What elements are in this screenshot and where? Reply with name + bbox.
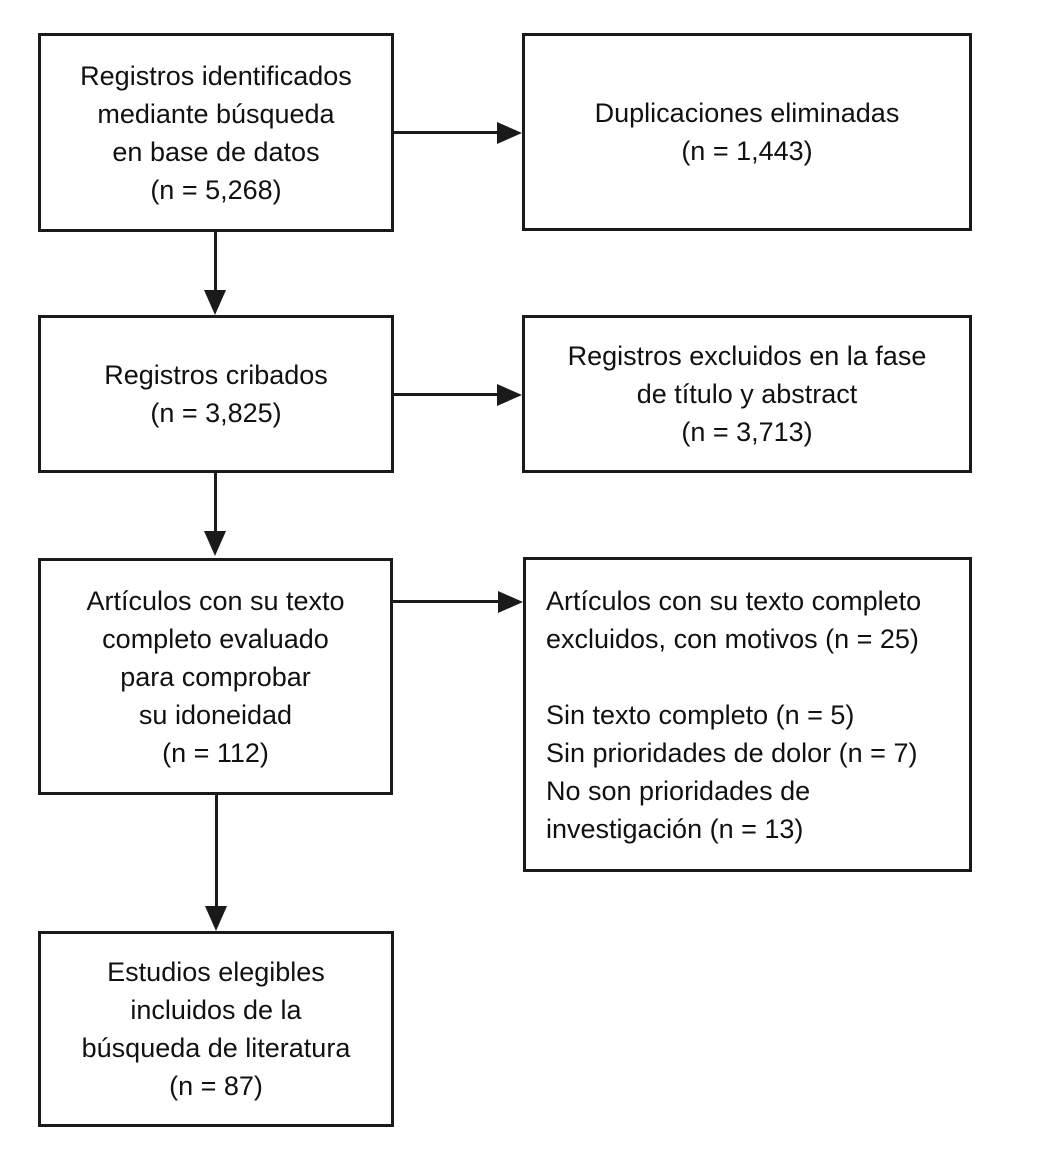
connector-fulltext-to-included-line: [215, 795, 218, 908]
arrowhead-down-icon: [205, 906, 227, 931]
connector-screened-to-fulltext-line: [214, 473, 217, 533]
box-records-screened: Registros cribados (n = 3,825): [38, 315, 394, 473]
arrowhead-right-icon: [497, 122, 522, 144]
box-records-excluded-title-abstract: Registros excluidos en la fase de título…: [522, 315, 972, 473]
box-fulltext-assessed-text: Artículos con su texto completo evaluado…: [86, 585, 345, 768]
arrowhead-down-icon: [204, 531, 226, 556]
box-records-identified: Registros identificados mediante búsqued…: [38, 33, 394, 232]
box-records-excluded-title-abstract-text: Registros excluidos en la fase de título…: [567, 341, 927, 447]
box-studies-included-text: Estudios elegibles incluidos de la búsqu…: [81, 957, 351, 1101]
box-fulltext-excluded-text: Artículos con su texto completo excluido…: [546, 585, 922, 844]
box-records-screened-text: Registros cribados (n = 3,825): [104, 360, 328, 428]
connector-identified-to-duplicates-line: [394, 131, 498, 134]
box-records-identified-text: Registros identificados mediante búsqued…: [80, 60, 352, 205]
box-duplicates-removed: Duplicaciones eliminadas (n = 1,443): [522, 33, 972, 231]
connector-screened-to-excluded-line: [394, 393, 498, 396]
arrowhead-right-icon: [498, 591, 523, 613]
box-fulltext-assessed: Artículos con su texto completo evaluado…: [38, 558, 393, 795]
box-duplicates-removed-text: Duplicaciones eliminadas (n = 1,443): [594, 98, 900, 166]
arrowhead-down-icon: [204, 290, 226, 315]
arrowhead-right-icon: [497, 384, 522, 406]
box-fulltext-excluded: Artículos con su texto completo excluido…: [523, 557, 972, 872]
connector-identified-to-screened-line: [214, 232, 217, 292]
connector-fulltext-to-excluded-line: [393, 600, 498, 603]
box-studies-included: Estudios elegibles incluidos de la búsqu…: [38, 931, 394, 1127]
